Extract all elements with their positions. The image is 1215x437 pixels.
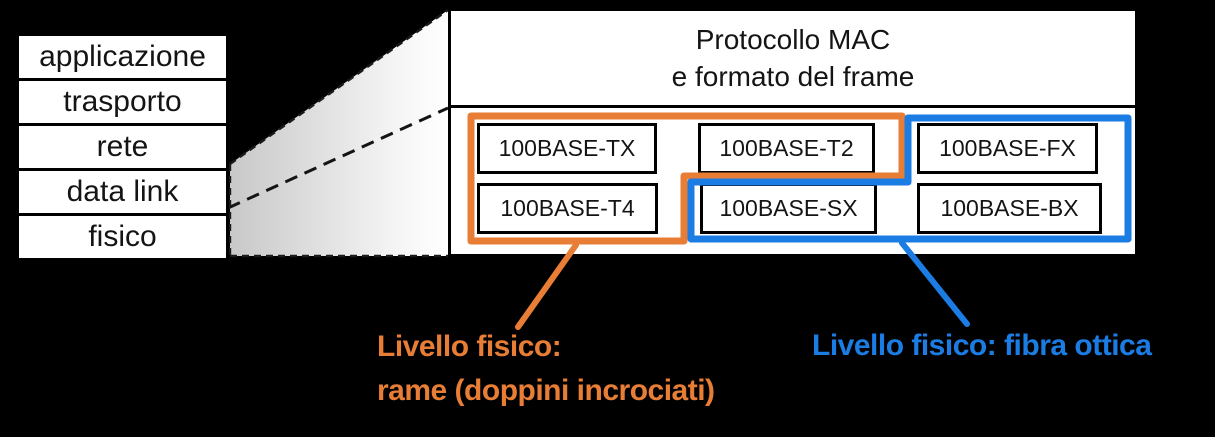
standard-box-100base-bx: 100BASE-BX: [917, 183, 1102, 234]
stack-layer-label: fisico: [88, 220, 157, 253]
stack-layer-fisico: fisico: [16, 213, 229, 261]
standard-box-100base-t4: 100BASE-T4: [477, 183, 658, 234]
zoom-wedge-top-dashed-edge: [229, 9, 449, 165]
standard-label: 100BASE-T2: [719, 135, 854, 161]
standard-label: 100BASE-SX: [719, 195, 858, 221]
copper-annotation: Livello fisico: rame (doppini incrociati…: [377, 325, 715, 413]
copper-annotation-line2: rame (doppini incrociati): [377, 374, 715, 407]
zoom-divider-dashed-line: [227, 106, 449, 210]
standard-box-100base-t2: 100BASE-T2: [698, 123, 875, 174]
standard-label: 100BASE-TX: [498, 135, 636, 161]
stack-layer-applicazione: applicazione: [16, 33, 229, 81]
standard-box-100base-tx: 100BASE-TX: [477, 123, 657, 174]
standard-box-100base-fx: 100BASE-FX: [917, 123, 1098, 174]
mac-protocol-header: Protocollo MAC e formato del frame: [451, 11, 1135, 108]
copper-annotation-line1: Livello fisico:: [377, 330, 562, 363]
stack-layer-rete: rete: [16, 123, 229, 171]
stack-layer-label: applicazione: [39, 40, 206, 73]
mac-title-line2: e formato del frame: [671, 61, 915, 92]
stack-layer-label: data link: [66, 175, 179, 208]
stack-layer-trasporto: trasporto: [16, 78, 229, 126]
fiber-annotation: Livello fisico: fibra ottica: [812, 327, 1152, 365]
standard-label: 100BASE-T4: [500, 195, 635, 221]
fiber-annotation-text: Livello fisico: fibra ottica: [812, 329, 1152, 362]
protocol-stack: applicazione trasporto rete data link fi…: [16, 33, 229, 261]
standard-label: 100BASE-FX: [939, 135, 1076, 161]
standard-box-100base-sx: 100BASE-SX: [700, 183, 877, 234]
stack-layer-label: rete: [96, 130, 149, 163]
stack-layer-data-link: data link: [16, 168, 229, 216]
standard-label: 100BASE-BX: [940, 195, 1079, 221]
stack-layer-label: trasporto: [63, 85, 182, 118]
mac-title-line1: Protocollo MAC: [695, 24, 891, 55]
copper-callout-line: [515, 242, 579, 330]
zoom-wedge-shape: [230, 10, 448, 256]
